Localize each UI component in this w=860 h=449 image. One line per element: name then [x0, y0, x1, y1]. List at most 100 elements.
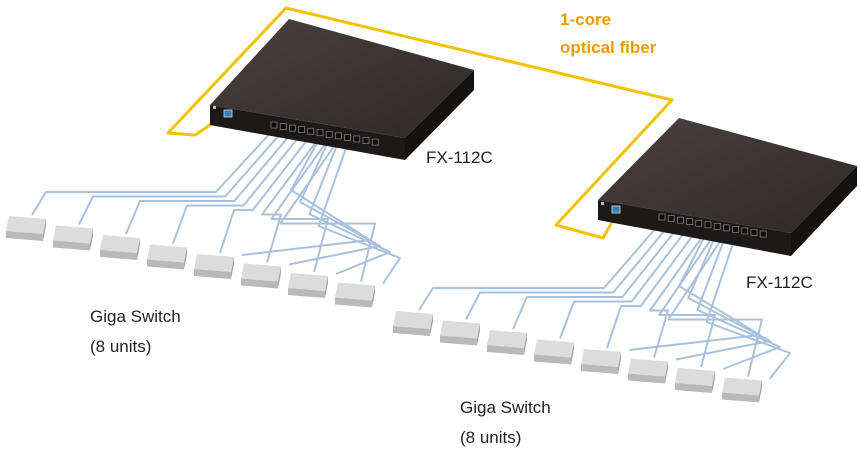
- device-right-ports: [658, 213, 767, 238]
- device-left-fiber-port: [223, 109, 233, 118]
- device-right-fiber-port: [611, 205, 621, 214]
- giga-switch-right-4-front: [534, 354, 571, 365]
- fiber-label: 1-core optical fiber: [560, 8, 656, 60]
- cables-right: [418, 220, 791, 380]
- right-return-cable-2: [675, 229, 771, 361]
- giga-switch-right-1-front: [393, 326, 430, 336]
- device-right-port-9: [732, 226, 739, 233]
- giga-switch-right-5-side: [618, 352, 621, 374]
- device-left-port-11: [362, 137, 370, 144]
- giga-switch-left-6-front: [241, 278, 278, 289]
- fiber-link: [166, 6, 674, 240]
- giga-switch-left-7-top: [288, 273, 328, 291]
- giga-switch-right-4-side: [571, 342, 574, 365]
- device-right-power-led: [601, 202, 604, 205]
- giga-switch-left-1-top: [6, 216, 46, 234]
- giga-switch-right-1-side: [430, 314, 433, 336]
- giga-switch-right-8-top: [722, 377, 762, 396]
- fiber-label-line2: optical fiber: [560, 38, 657, 57]
- giga-switch-right-1: [393, 311, 433, 336]
- giga-switch-left-7-side: [325, 276, 328, 298]
- giga-switch-left-8-top: [335, 282, 375, 301]
- device-right-port-4: [686, 218, 693, 225]
- device-right-side: [791, 166, 857, 256]
- right-cable-4: [559, 225, 691, 339]
- giga-switch-left-1-side: [43, 219, 46, 241]
- giga-switch-right-7-side: [712, 371, 715, 393]
- right-return-cable-1: [628, 227, 761, 351]
- switch-group-left-title: Giga Switch: [90, 307, 181, 326]
- right-return-cable-3: [696, 230, 781, 370]
- device-right-port-12: [759, 230, 767, 238]
- giga-switch-left-2: [53, 225, 93, 251]
- giga-switch-left-6: [241, 263, 281, 289]
- giga-switch-left-4: [147, 244, 187, 270]
- giga-switch-right-4: [534, 339, 574, 365]
- giga-switch-right-7-top: [675, 368, 715, 386]
- device-left-port-1: [270, 121, 278, 129]
- giga-switch-left-7: [288, 273, 328, 298]
- giga-switch-left-5-top: [194, 254, 234, 272]
- giga-switch-left-1: [6, 216, 46, 241]
- right-cable-6: [649, 228, 709, 358]
- right-cable-2: [465, 221, 672, 320]
- giga-switch-left-4-front: [147, 259, 184, 270]
- switch-group-right-title: Giga Switch: [460, 398, 551, 417]
- giga-switch-right-6-side: [665, 361, 668, 384]
- left-cable-4: [172, 133, 303, 244]
- giga-switch-left-6-side: [278, 266, 281, 289]
- giga-switch-left-4-side: [184, 247, 187, 270]
- device-left-port-6: [316, 129, 324, 137]
- giga-switch-left-4-top: [147, 244, 187, 263]
- left-cable-1: [31, 128, 275, 216]
- device-left-port-2: [279, 123, 287, 130]
- device-left-port-4: [298, 126, 305, 134]
- device-right-port-7: [713, 222, 721, 230]
- giga-switch-right-2-top: [440, 320, 480, 339]
- cables-left: [31, 128, 401, 285]
- giga-switch-right-5: [581, 349, 621, 374]
- device-left-label: FX-112C: [426, 148, 493, 167]
- giga-switch-right-5-front: [581, 364, 618, 374]
- device-left-port-10: [353, 135, 361, 143]
- giga-switch-left-3: [100, 235, 140, 260]
- switch-group-left-label: Giga Switch (8 units): [90, 306, 181, 358]
- left-cable-3: [125, 131, 294, 235]
- giga-switch-right-6-top: [628, 358, 668, 377]
- device-right: [598, 118, 857, 256]
- device-right-label: FX-112C: [746, 273, 813, 292]
- device-left-port-5: [307, 127, 315, 135]
- device-right-front: [598, 200, 791, 256]
- left-cable-8: [279, 139, 376, 282]
- giga-switch-right-7: [675, 368, 715, 393]
- giga-switch-left-5-side: [231, 257, 234, 279]
- giga-switch-right-4-top: [534, 339, 574, 358]
- right-return-cable-4: [705, 232, 791, 380]
- giga-switch-right-3-front: [487, 345, 524, 355]
- giga-switch-left-3-side: [137, 238, 140, 260]
- giga-switches-left: [6, 216, 375, 308]
- left-cable-2: [78, 129, 284, 225]
- fiber-cable: [166, 6, 674, 240]
- giga-switch-left-2-side: [90, 228, 93, 251]
- device-left-ports: [270, 121, 379, 146]
- device-left-port-7: [325, 130, 333, 138]
- giga-switch-left-5-front: [194, 269, 231, 279]
- right-cable-8: [667, 231, 763, 377]
- left-cable-6: [261, 136, 321, 263]
- fiber-label-line1: 1-core: [560, 10, 612, 29]
- device-left-side: [405, 70, 474, 160]
- giga-switch-left-8-front: [335, 297, 372, 308]
- giga-switches-right: [393, 311, 762, 403]
- device-left-port-9: [344, 134, 351, 141]
- device-left-port-8: [335, 132, 342, 140]
- device-right-port-11: [750, 229, 758, 236]
- giga-switch-right-2-side: [477, 323, 480, 346]
- device-right-port-10: [741, 227, 749, 235]
- giga-switch-left-7-front: [288, 288, 325, 298]
- device-right-port-2: [667, 215, 675, 222]
- device-left-top: [210, 19, 474, 138]
- giga-switch-left-3-top: [100, 235, 140, 253]
- giga-switch-right-3: [487, 330, 527, 355]
